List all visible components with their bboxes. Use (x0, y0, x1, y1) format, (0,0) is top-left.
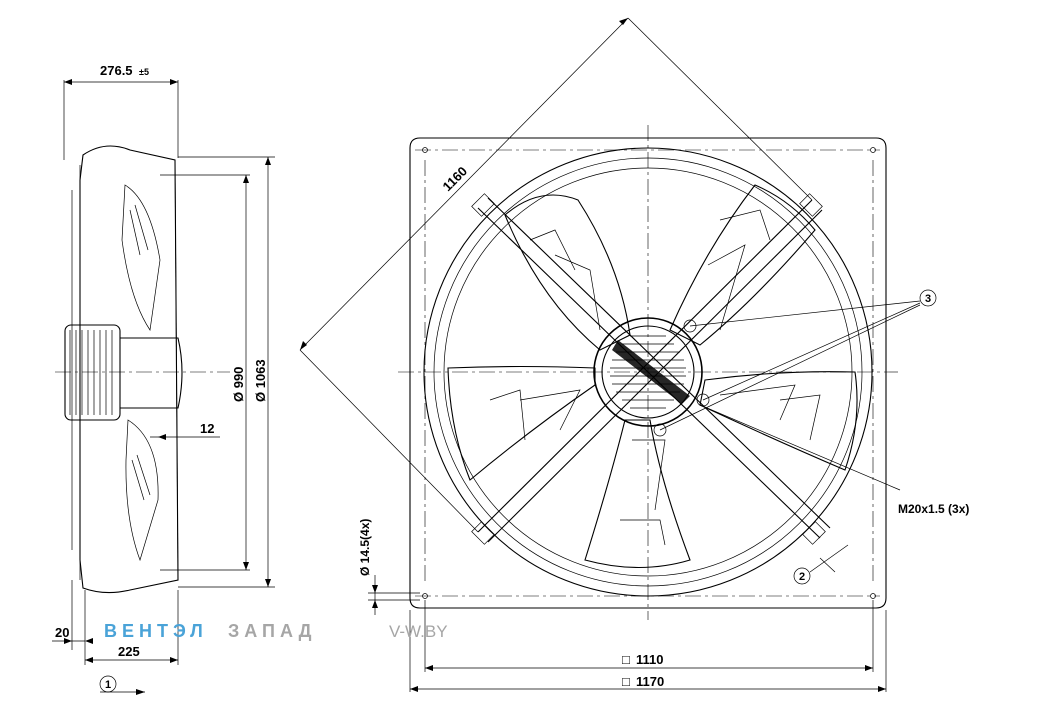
side-view: 276.5 ±5 Ø 990 Ø 1063 12 20 225 1 (52, 63, 275, 695)
side-blade-lower (125, 419, 159, 562)
front-view: 1160 Ø 14.5(4x) 3 M20x1.5 (3x) 2 □ 1110 … (299, 17, 969, 692)
side-hub-rotor (120, 337, 183, 409)
callout-2-circle (793, 567, 811, 585)
callout-3-label: 3 (925, 293, 931, 305)
watermark-brand-gray: ЗАПАД (228, 621, 316, 641)
motor-hub-inner (601, 325, 695, 419)
dim-diagonal-1160: 1160 (440, 164, 471, 195)
callout-3-circle (919, 289, 937, 307)
blade-top-left (504, 194, 631, 351)
front-base-plate (409, 137, 887, 609)
watermark-brand-blue: ВЕНТЭЛ (104, 621, 208, 641)
dim-outer-square: 1170 (636, 674, 664, 689)
dim-diameter-990: Ø 990 (231, 367, 246, 402)
label-cable-gland: M20x1.5 (3x) (898, 502, 969, 516)
watermark-site: V-W.BY (389, 622, 448, 641)
callout-1-label: 1 (105, 679, 111, 691)
cable-gland-3 (653, 423, 667, 437)
dim-diameter-1063: Ø 1063 (253, 359, 268, 402)
cable-gland-1 (683, 319, 697, 333)
dim-depth-tolerance: ±5 (139, 67, 149, 77)
dim-depth-total: 276.5 (100, 63, 133, 78)
dim-inner-square: 1110 (636, 652, 664, 667)
blade-bottom (584, 419, 691, 568)
side-blade-upper (121, 184, 161, 331)
dim-depth-225: 225 (118, 644, 140, 659)
blade-left (447, 365, 596, 481)
dim-offset-20: 20 (55, 625, 69, 640)
motor-hub-outer (593, 317, 703, 427)
watermark: ВЕНТЭЛ ЗАПАД V-W.BY (104, 621, 448, 641)
square-symbol-1110: □ (622, 652, 630, 667)
blade-right (699, 371, 858, 471)
callout-2-label: 2 (799, 571, 805, 583)
blade-top-right (669, 184, 816, 346)
side-motor (64, 324, 121, 421)
motor-label-band (612, 340, 690, 404)
square-symbol-1170: □ (622, 674, 630, 689)
dim-thickness-12: 12 (200, 421, 214, 436)
side-shroud-outline (79, 145, 179, 594)
dim-hole-diameter: Ø 14.5(4x) (358, 519, 372, 576)
